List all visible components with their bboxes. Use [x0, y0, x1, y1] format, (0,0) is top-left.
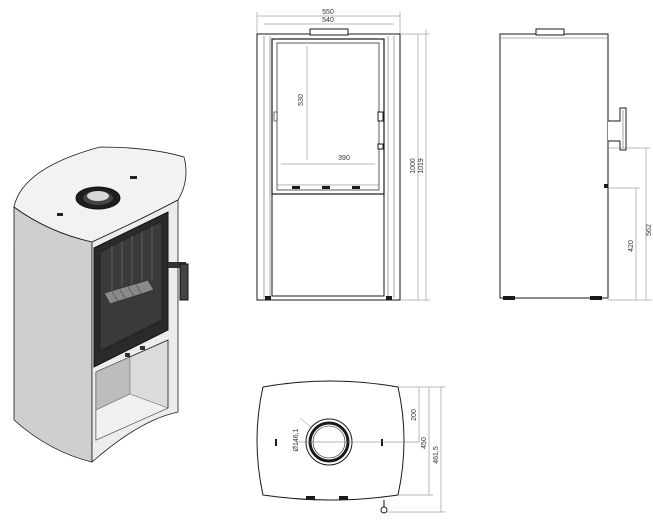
dim-550-label: 550	[322, 9, 334, 16]
side-view: 562 420	[499, 28, 653, 301]
dim-530-label: 530	[298, 94, 305, 106]
dim-450-label: 450	[421, 437, 428, 449]
dim-390-label: 390	[338, 155, 350, 162]
front-view: 550 540 530 390	[256, 9, 430, 301]
dim-562-label: 562	[646, 224, 653, 236]
dim-1019-label: 1019	[418, 158, 425, 174]
dim-461-label: 461,5	[433, 446, 440, 464]
dim-420-label: 420	[628, 240, 635, 252]
dim-diameter-label: Ø146,1	[293, 428, 300, 451]
dim-200-label: 200	[411, 409, 418, 421]
isometric-view	[13, 146, 189, 463]
dim-1000-label: 1000	[410, 158, 417, 174]
top-view: Ø146,1 200 450 461,5	[256, 380, 445, 514]
dim-540-label: 540	[322, 17, 334, 24]
